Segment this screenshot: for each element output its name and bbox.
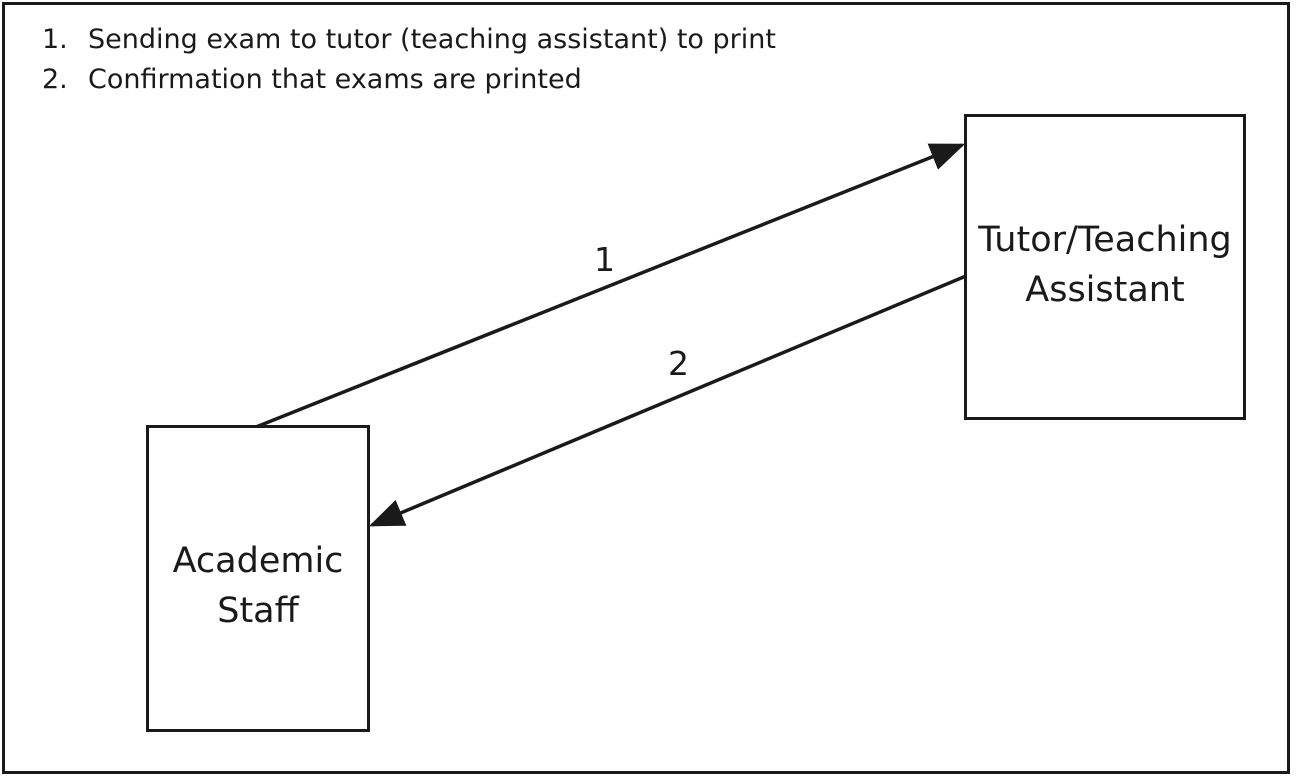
node-tutor-teaching-assistant: Tutor/Teaching Assistant	[964, 114, 1246, 420]
node-academic-staff: Academic Staff	[146, 425, 370, 732]
legend-item-number: 1.	[42, 24, 68, 55]
arrow-2-tutor-to-academic	[368, 274, 967, 527]
edge-label-2: 2	[668, 344, 689, 383]
edge-label-1: 1	[594, 240, 615, 279]
legend-item-number: 2.	[42, 64, 68, 95]
legend-item-text: Sending exam to tutor (teaching assistan…	[88, 24, 776, 55]
legend-item: 1. Sending exam to tutor (teaching assis…	[42, 20, 776, 60]
legend-item-text: Confirmation that exams are printed	[88, 64, 582, 95]
arrow-1-academic-to-tutor	[255, 143, 966, 429]
legend-item: 2. Confirmation that exams are printed	[42, 60, 776, 100]
node-academic-label: Academic Staff	[172, 541, 344, 631]
node-tutor-label: Tutor/Teaching Assistant	[978, 220, 1232, 310]
legend-list: 1. Sending exam to tutor (teaching assis…	[42, 20, 776, 100]
